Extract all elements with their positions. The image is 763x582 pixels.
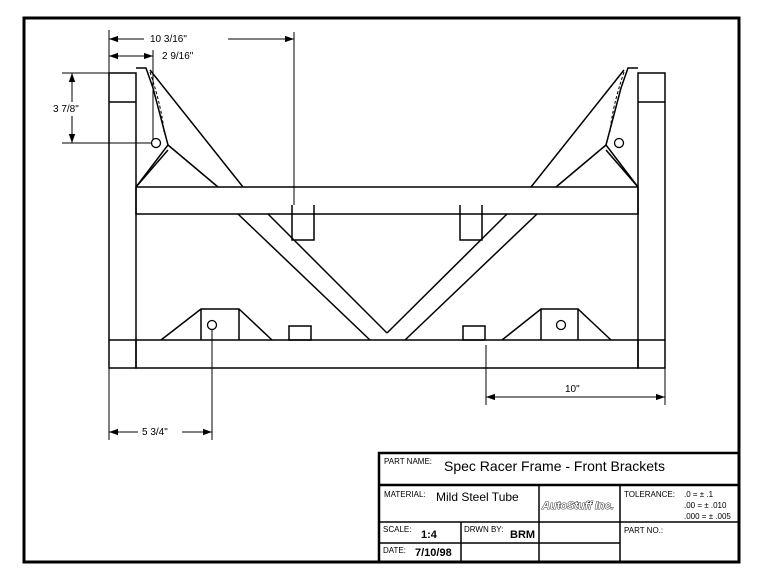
scale-label: SCALE:: [383, 525, 411, 534]
lower-right-bracket: [501, 308, 612, 341]
lower-cross-tube: [135, 339, 639, 369]
sheet-border: [22, 16, 741, 564]
left-upright-tube: [108, 72, 137, 369]
lower-left-hole: [206, 319, 218, 331]
material-value: Mild Steel Tube: [436, 490, 519, 504]
tolerance-2: .00 = ± .010: [684, 501, 727, 510]
dim-overall-width: 10 3/16": [150, 34, 187, 45]
part-name-label: PART NAME:: [384, 457, 432, 466]
dim-lower-left-hole: 5 3/4": [142, 427, 168, 438]
dim-lower-right-span: 10": [565, 384, 580, 395]
right-gusset-dashed-curve: [609, 71, 625, 133]
part-name-value: Spec Racer Frame - Front Brackets: [444, 458, 665, 474]
upper-left-hole: [150, 137, 162, 149]
upper-right-gusset: [605, 67, 639, 188]
upper-right-hole: [613, 137, 625, 149]
tolerance-3: .000 = ± .005: [684, 512, 731, 521]
frame: [108, 67, 666, 369]
lower-block-left: [288, 325, 312, 341]
lower-block-right: [462, 325, 486, 341]
drawn-by-value: BRM: [510, 529, 535, 541]
material-label: MATERIAL:: [384, 490, 426, 499]
upper-cross-tube: [135, 186, 639, 215]
left-gusset-dashed-curve: [149, 71, 165, 133]
date-label: DATE:: [383, 546, 406, 555]
upper-tab-right: [459, 205, 483, 241]
right-upright-tube: [637, 72, 666, 369]
company-logo: AutoStuff Inc.: [541, 500, 614, 512]
part-no-label: PART NO.:: [624, 526, 663, 535]
tolerance-1: .0 = ± .1: [684, 490, 714, 499]
dim-bracket-offset: 2 9/16": [162, 51, 194, 62]
date-value: 7/10/98: [415, 547, 452, 559]
scale-value: 1:4: [421, 529, 438, 541]
drawn-by-label: DRWN BY:: [464, 525, 503, 534]
tolerance-label: TOLERANCE:: [624, 490, 675, 499]
lower-right-hole: [555, 319, 567, 331]
dim-bracket-height: 3 7/8": [53, 104, 79, 115]
title-block: [377, 451, 741, 564]
upper-tab-left: [291, 205, 315, 241]
lower-left-bracket: [160, 308, 273, 341]
